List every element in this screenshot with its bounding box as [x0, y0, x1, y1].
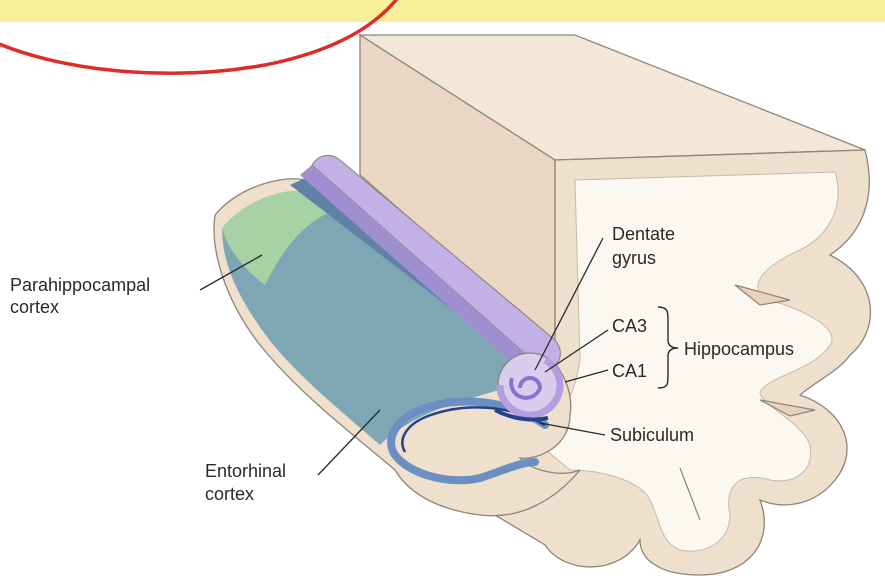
- ca1-label: CA1: [612, 361, 647, 381]
- subiculum-label: Subiculum: [610, 425, 694, 445]
- top-banner: [0, 0, 885, 22]
- entorhinal-label: Entorhinal cortex: [205, 461, 291, 504]
- parahippocampal-label: Parahippocampal cortex: [10, 275, 155, 317]
- ca3-label: CA3: [612, 316, 647, 336]
- hippocampus-label: Hippocampus: [684, 339, 794, 359]
